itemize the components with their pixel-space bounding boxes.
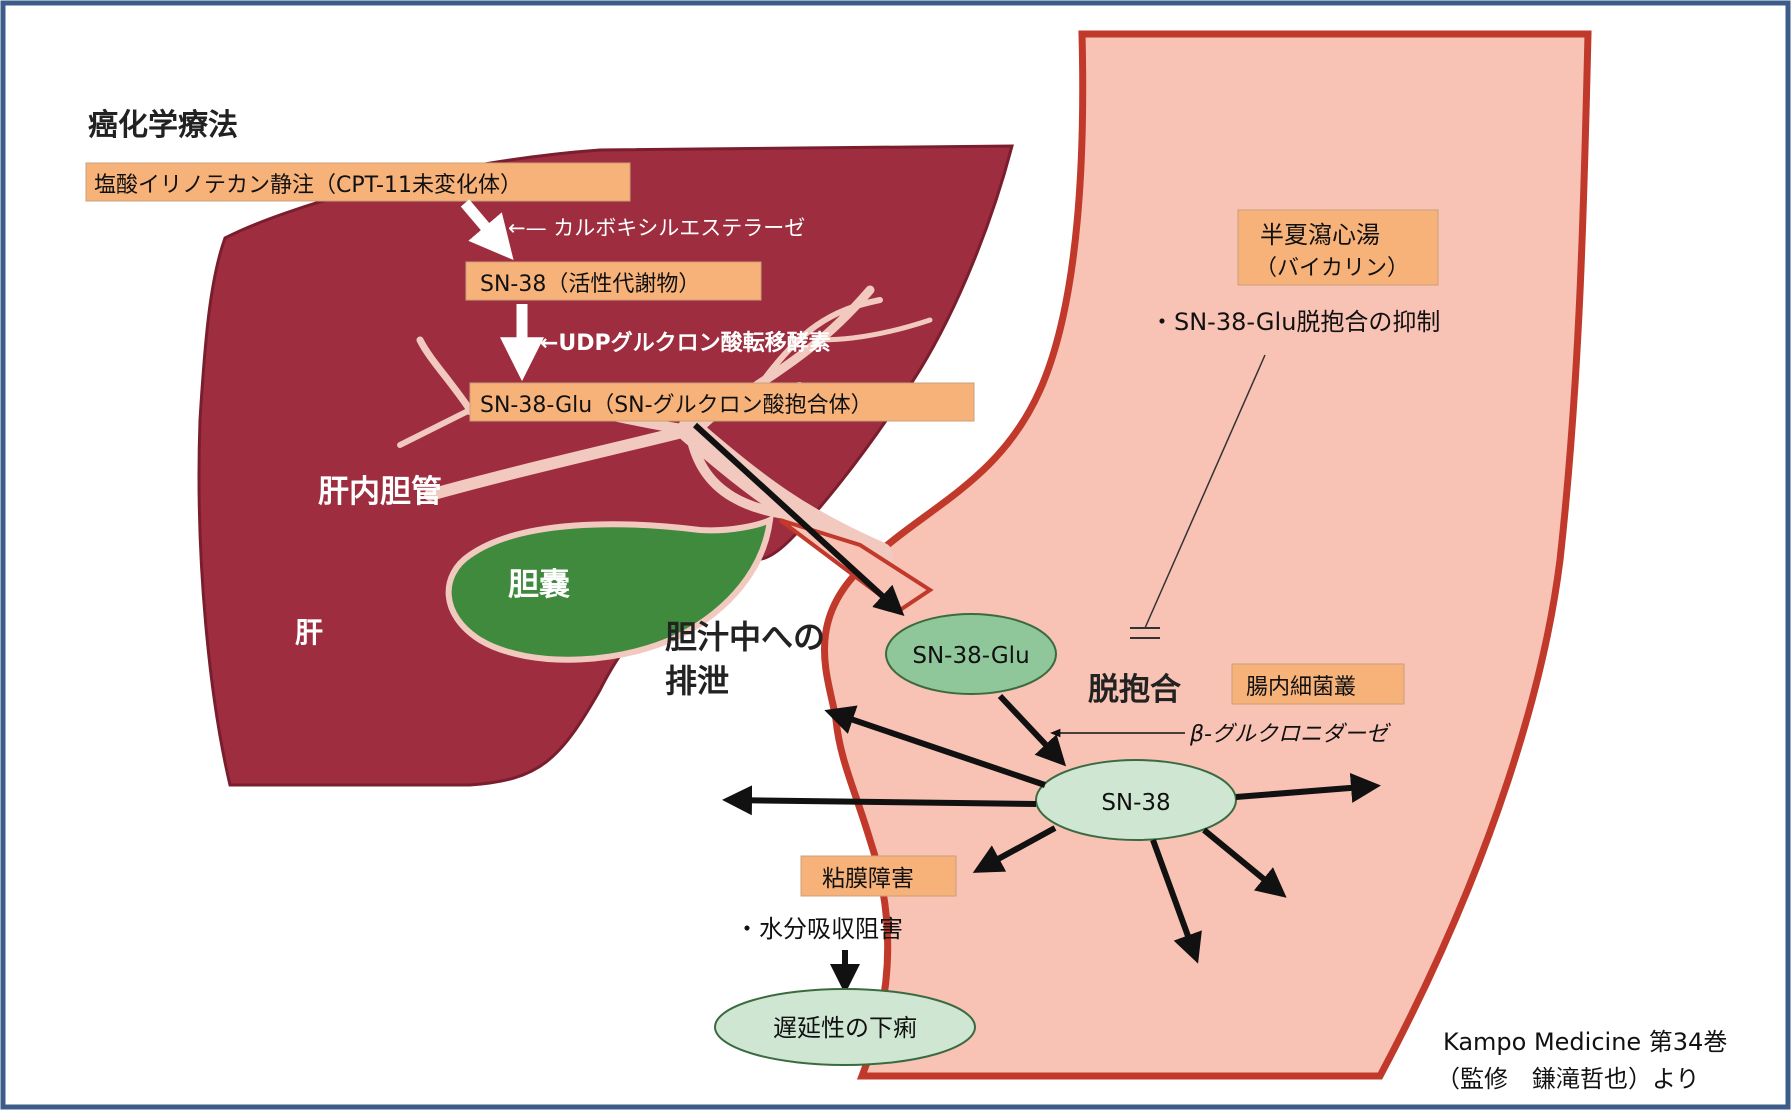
liver-label: 肝 [295,616,323,649]
citation-line2: （監修 鎌滝哲也）より [1436,1065,1700,1093]
gut-flora-box [1231,663,1405,705]
citation-line1: Kampo Medicine 第34巻 [1443,1028,1727,1056]
kampo-ingredient: （バイカリン） [1255,256,1409,281]
kampo-box [1237,209,1439,286]
intestine-shape [821,30,1592,1080]
excretion-arrow [692,422,905,617]
deconjugation-arrow [997,693,1067,767]
gut-flora-label: 腸内細菌叢 [1246,675,1356,700]
sn38-radiating-arrows [722,705,1381,964]
mucosal-damage-box [800,855,957,897]
diarrhea-label: 遅延性の下痢 [773,1014,917,1042]
gallbladder-shape [445,514,774,663]
conversion-arrow-1 [460,199,514,261]
deconjugation-label: 脱抱合 [1088,672,1181,708]
ugt-label: ←UDPグルクロン酸転移酵素 [540,330,831,356]
damage-arrow-right [1235,772,1381,803]
irinotecan-box [85,162,631,202]
sn38-box-label: SN-38（活性代謝物） [480,272,700,297]
inhibition-line [1144,354,1266,629]
intrahepatic-bile-duct-label: 肝内胆管 [318,474,442,510]
kampo-effect: ・SN-38-Glu脱抱合の抑制 [1150,308,1440,336]
mucosal-damage-label: 粘膜障害 [822,866,914,892]
damage-arrow-left [722,785,1037,816]
sn38-ellipse-label: SN-38 [1101,790,1170,816]
water-absorption-label: ・水分吸収阻害 [735,915,903,943]
beta-glucuronidase-label: β-グルクロニダーゼ [1189,722,1391,747]
sn38glu-box-label: SN-38-Glu（SN-グルクロン酸抱合体） [480,393,873,418]
damage-arrow-lowright [1202,827,1287,898]
carboxylesterase-label: ←— カルボキシルエステラーゼ [508,216,805,240]
damage-arrow-lowleft [972,825,1057,873]
damage-arrow-down [1150,838,1202,964]
bile-excretion-line1: 胆汁中への [665,618,825,656]
irinotecan-label: 塩酸イリノテカン静注（CPT-11未変化体） [94,173,522,198]
diarrhea-ellipse [714,988,976,1066]
gallbladder-label: 胆嚢 [508,567,570,603]
bile-excretion-line2: 排泄 [665,662,729,700]
therapy-title: 癌化学療法 [88,108,238,143]
sn38-box [465,261,762,301]
kampo-name: 半夏瀉心湯 [1260,221,1380,249]
sn38glu-box [469,382,975,422]
sn38glu-ellipse [885,613,1057,695]
sn38-ellipse [1035,759,1237,841]
damage-arrow-upleft [824,705,1046,788]
sn38glu-ellipse-label: SN-38-Glu [912,643,1029,669]
